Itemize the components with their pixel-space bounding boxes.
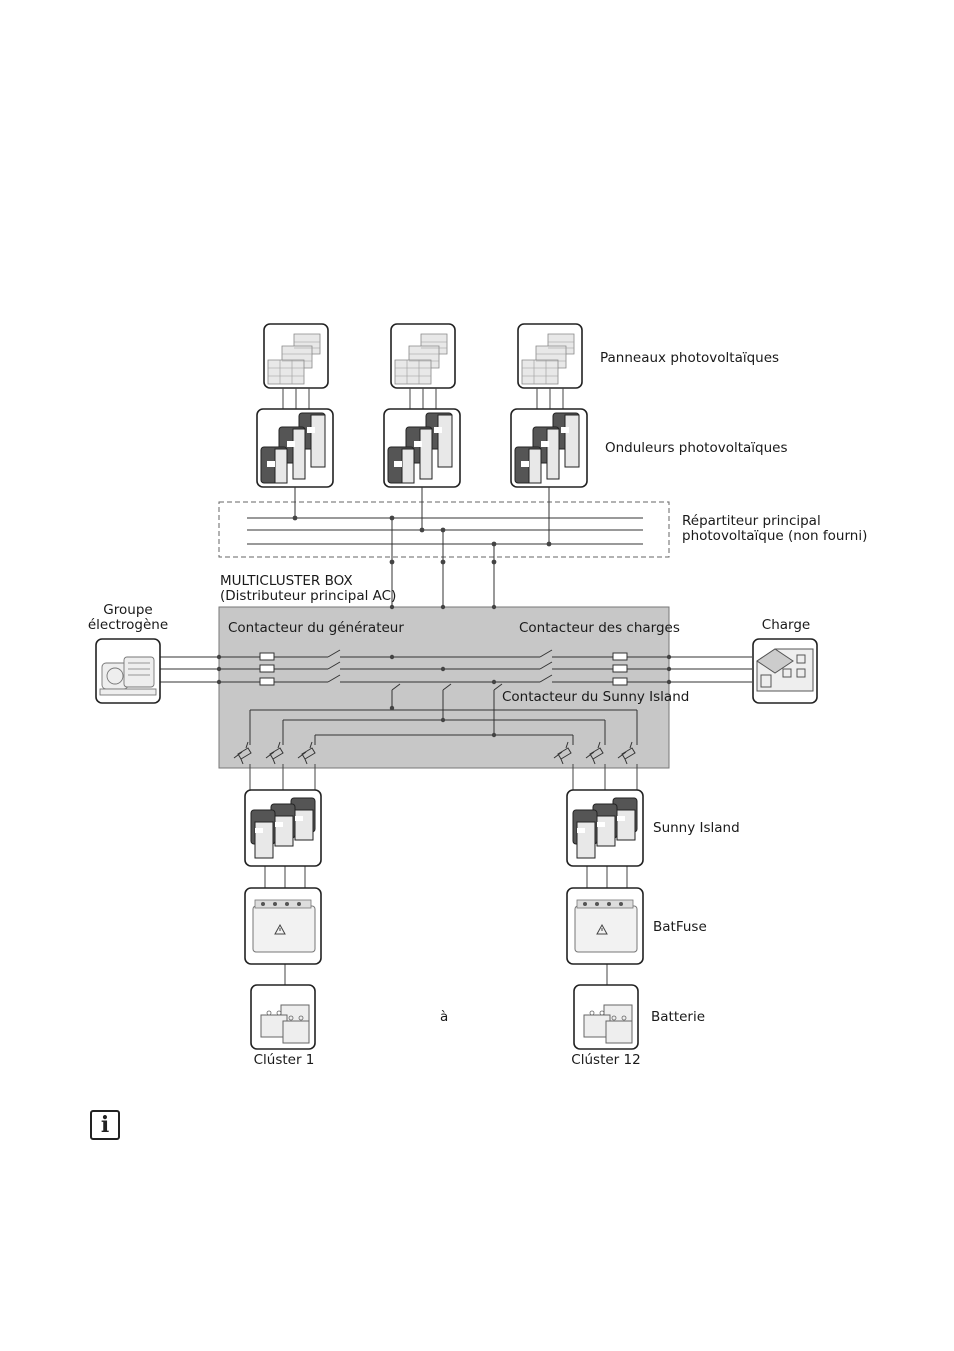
generator-icon [95, 638, 161, 704]
pv-panels-label: Panneaux photovoltaïques [600, 350, 780, 366]
info-icon: i [90, 1110, 120, 1140]
cluster-12-label: Clúster 12 [571, 1052, 641, 1068]
solar-panel-icon [517, 323, 583, 389]
generator-label-2: électrogène [87, 617, 169, 633]
fuse-box-icon [244, 887, 322, 965]
sunny-island-icon [244, 789, 322, 867]
sunny-island-contactor-label: Contacteur du Sunny Island [502, 689, 690, 705]
solar-panel-icon [263, 323, 329, 389]
range-to-label: à [440, 1009, 449, 1025]
battery-icon [573, 984, 639, 1050]
pv-distributor-label-2: photovoltaïque (non fourni) [682, 528, 868, 544]
generator-label-1: Groupe [103, 602, 153, 618]
multicluster-box-title: MULTICLUSTER BOX [220, 573, 353, 589]
house-icon [752, 638, 818, 704]
fuse-box-icon [566, 887, 644, 965]
cluster-1-label: Clúster 1 [253, 1052, 315, 1068]
batfuse-label: BatFuse [653, 919, 707, 935]
load-label: Charge [761, 617, 811, 633]
generator-contactor-label: Contacteur du générateur [228, 620, 404, 636]
pv-inverters-label: Onduleurs photovoltaïques [605, 440, 788, 456]
inverter-icon [510, 408, 588, 488]
sunny-island-label: Sunny Island [653, 820, 740, 836]
battery-label: Batterie [651, 1009, 706, 1025]
solar-panel-icon [390, 323, 456, 389]
pv-distributor-label-1: Répartiteur principal [682, 513, 821, 529]
multicluster-box [218, 606, 670, 769]
multicluster-box-subtitle: (Distributeur principal AC) [220, 588, 397, 604]
info-glyph: i [100, 1112, 110, 1138]
battery-icon [250, 984, 316, 1050]
load-contactor-label: Contacteur des charges [519, 620, 680, 636]
inverter-icon [256, 408, 334, 488]
sunny-island-icon [566, 789, 644, 867]
inverter-icon [383, 408, 461, 488]
pv-distributor-box [218, 501, 670, 558]
